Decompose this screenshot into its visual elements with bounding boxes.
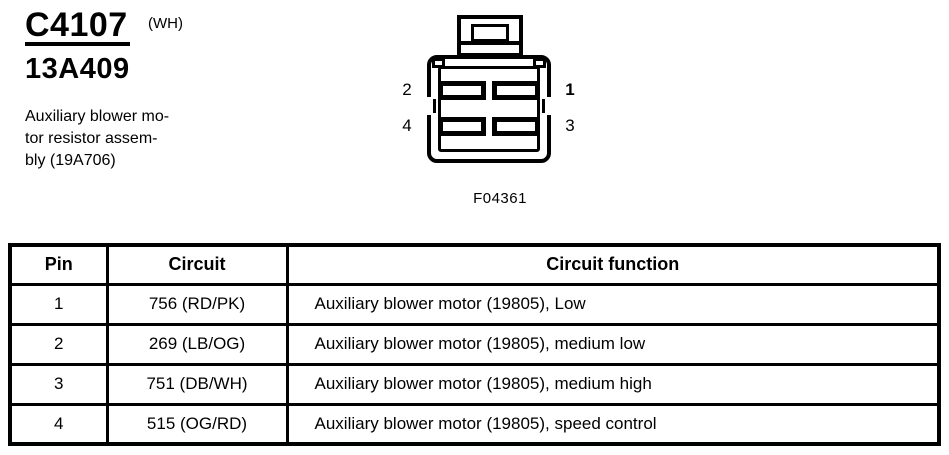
- pinout-table: Pin Circuit Circuit function 1 756 (RD/P…: [8, 243, 941, 446]
- col-header-circuit-function: Circuit function: [285, 243, 941, 286]
- pin-cavity-1: [492, 81, 540, 100]
- pin-cell: 1: [8, 282, 109, 326]
- connector-latch-band: [457, 41, 523, 45]
- figure-number: F04361: [473, 190, 527, 207]
- circuit-cell: 751 (DB/WH): [105, 362, 289, 406]
- connector-color-code: (WH): [148, 15, 183, 32]
- table-row: 4 515 (OG/RD) Auxiliary blower motor (19…: [8, 402, 941, 446]
- pin-cavity-4: [438, 117, 486, 136]
- pin-number-label: 2: [402, 80, 412, 99]
- connector-side-notch: [424, 97, 433, 115]
- function-cell: Auxiliary blower motor (19805), speed co…: [285, 402, 941, 446]
- connector-body-inner-wall: [438, 66, 540, 152]
- connector-id: C4107: [25, 6, 128, 44]
- pin-cavity-2: [438, 81, 486, 100]
- pin-cell: 4: [8, 402, 109, 446]
- function-cell: Auxiliary blower motor (19805), medium h…: [285, 362, 941, 406]
- circuit-cell: 515 (OG/RD): [105, 402, 289, 446]
- connector-latch-window: [471, 24, 509, 42]
- connector-side-notch-tick: [433, 99, 436, 113]
- connector-corner-detail: [432, 58, 445, 68]
- function-cell: Auxiliary blower motor (19805), medium l…: [285, 322, 941, 366]
- col-header-circuit: Circuit: [105, 243, 289, 286]
- connector-corner-detail: [533, 58, 546, 68]
- pin-cavity-3: [492, 117, 540, 136]
- function-cell: Auxiliary blower motor (19805), Low: [285, 282, 941, 326]
- pin-number-label: 3: [565, 116, 575, 135]
- connector-side-notch: [546, 97, 555, 115]
- connector-id-underline: [25, 42, 130, 46]
- circuit-cell: 756 (RD/PK): [105, 282, 289, 326]
- pin-number-label: 4: [402, 116, 412, 135]
- component-description: Auxiliary blower mo- tor resistor assem-…: [25, 108, 170, 169]
- table-row: 3 751 (DB/WH) Auxiliary blower motor (19…: [8, 362, 941, 406]
- connector-side-notch-tick: [542, 99, 545, 113]
- pin-cell: 3: [8, 362, 109, 406]
- pin-cell: 2: [8, 322, 109, 366]
- pin-number-label: 1: [565, 80, 575, 99]
- col-header-pin: Pin: [8, 243, 109, 286]
- table-row: 1 756 (RD/PK) Auxiliary blower motor (19…: [8, 282, 941, 326]
- table-header-row: Pin Circuit Circuit function: [8, 243, 941, 286]
- table-row: 2 269 (LB/OG) Auxiliary blower motor (19…: [8, 322, 941, 366]
- circuit-number: 13A409: [25, 53, 130, 85]
- circuit-cell: 269 (LB/OG): [105, 322, 289, 366]
